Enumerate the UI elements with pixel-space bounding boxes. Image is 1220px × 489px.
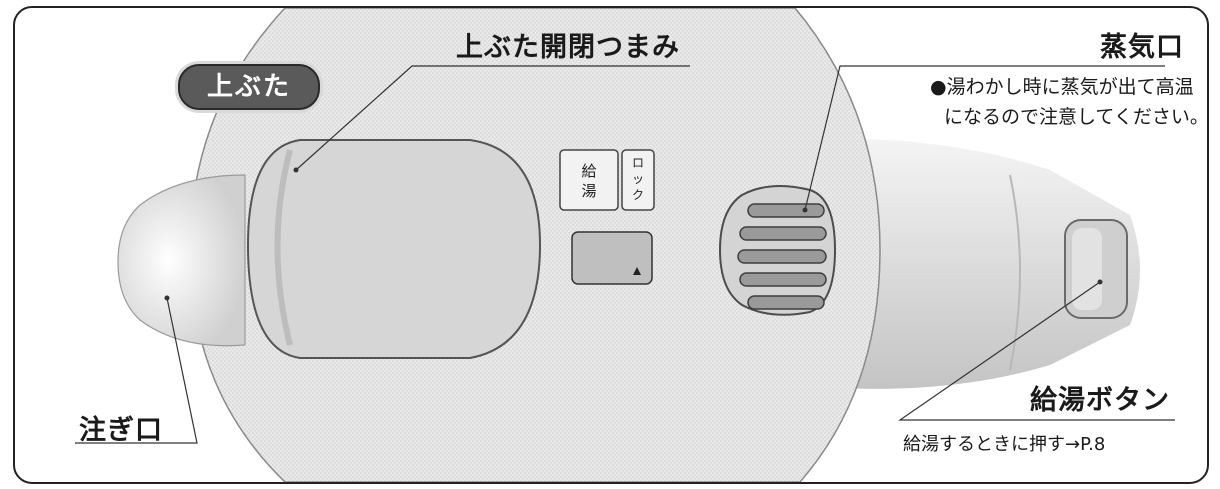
steam-slot: [747, 295, 825, 310]
leader-knob: [295, 65, 690, 171]
panel-right-char: ッ: [632, 172, 644, 186]
triangle-up-icon: [633, 267, 641, 275]
leader-button: [898, 281, 1175, 421]
button-note: 給湯するときに押す→P.8: [903, 434, 1106, 455]
panel-right-char: ク: [632, 188, 644, 202]
lid-knob: [246, 139, 542, 359]
steam-slot: [737, 249, 827, 264]
panel-tag-right: [621, 149, 655, 211]
lid-badge: 上ぶた: [178, 64, 320, 110]
leader-steam: [804, 65, 1165, 211]
panel-right-char: ロ: [632, 156, 644, 170]
panel-left-text: 給湯: [581, 162, 596, 200]
spout-shape: [117, 174, 246, 347]
panel-left-char: 湯: [581, 182, 596, 200]
steam-slot: [739, 226, 827, 241]
panel-tag-left: [559, 149, 619, 211]
leader-spout: [75, 297, 198, 444]
label-lid-knob: 上ぶた開閉つまみ: [456, 32, 680, 63]
steam-slot: [747, 203, 825, 218]
label-spout: 注ぎ口: [79, 415, 163, 446]
label-steam-vent: 蒸気口: [1100, 32, 1184, 63]
label-hot-water-button: 給湯ボタン: [1030, 385, 1170, 416]
panel-button: [571, 231, 653, 285]
steam-note-line-2: になるので注意してください。: [944, 106, 1209, 128]
panel-left-char: 給: [581, 162, 596, 180]
panel-right-text: ロック: [632, 156, 644, 202]
steam-note-line-1: ●湯わかし時に蒸気が出て高温: [930, 76, 1194, 98]
steam-slot: [739, 272, 827, 287]
